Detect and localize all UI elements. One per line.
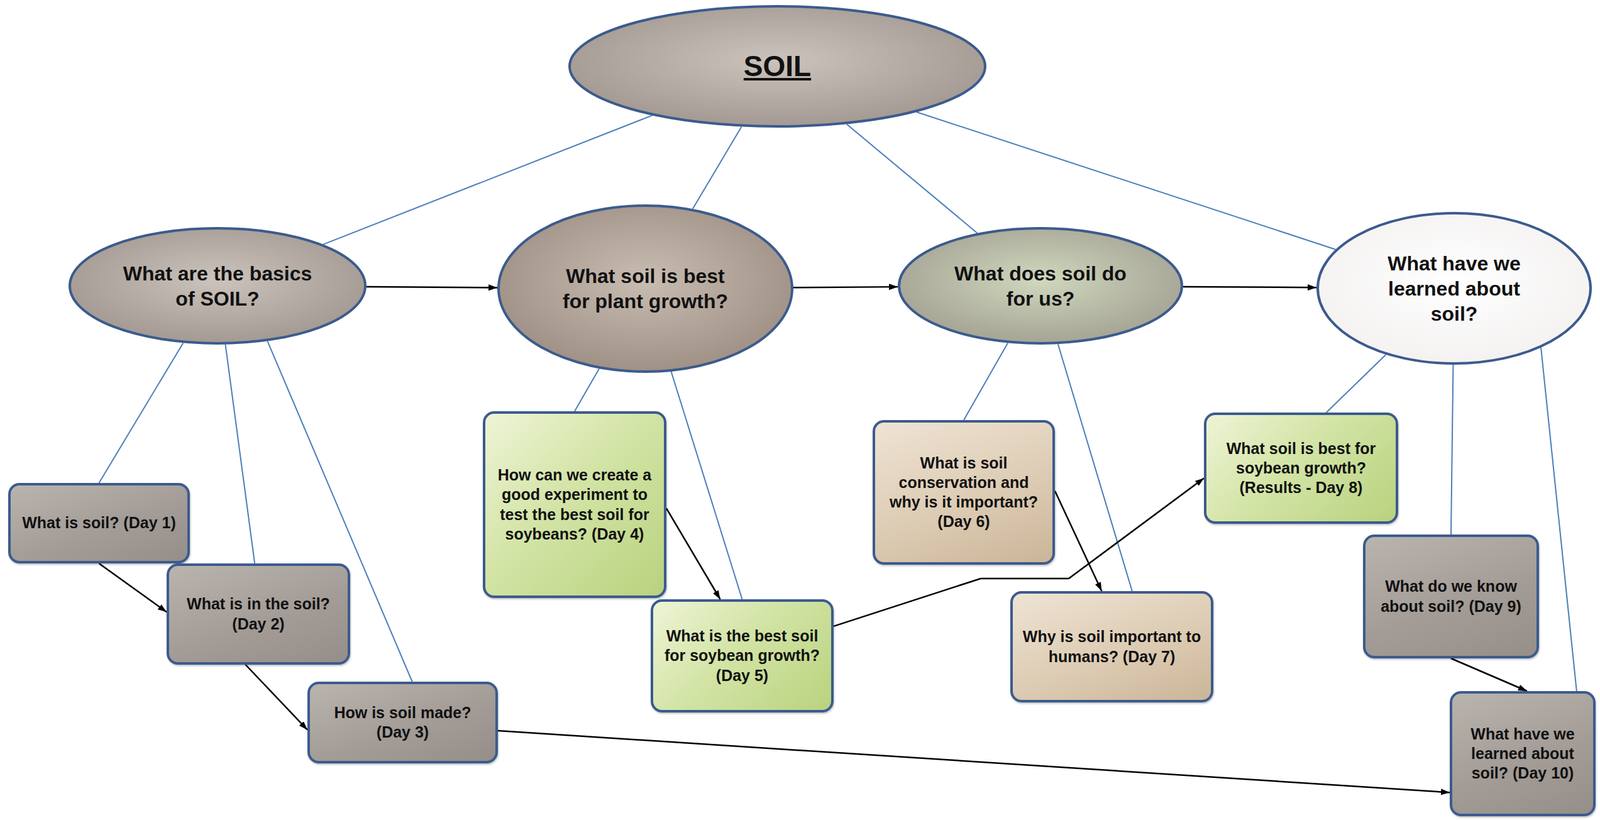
arrow-connector (1183, 286, 1317, 288)
lesson-box: What is soil? (Day 1) (8, 482, 190, 564)
ellipse-shape (498, 205, 793, 372)
node-text: What soil is best for soybean growth? (R… (1213, 438, 1389, 498)
node-text: Why is soil important to humans? (Day 7) (1020, 626, 1204, 667)
lesson-box: What soil is best for soybean growth? (R… (1203, 412, 1399, 524)
node-text: What soil is best for plant growth? (550, 263, 740, 314)
text-group: How is soil made? (Day 3) (317, 702, 488, 743)
lesson-box: How can we create a good experiment to t… (482, 411, 667, 598)
ellipse-outline (897, 226, 1184, 345)
text-group: How can we create a good experiment to t… (492, 465, 657, 544)
node-text: What is soil? (Day 1) (18, 513, 180, 533)
node-text: What is the best soil for soybean growth… (660, 626, 824, 686)
topic-ellipse: What are the basics of SOIL? (68, 226, 367, 345)
node-text: What does soil do for us? (949, 260, 1133, 312)
node-text: How can we create a good experiment to t… (492, 465, 657, 544)
text-group: What does soil do for us? (949, 260, 1133, 312)
connector-line (916, 111, 1336, 249)
lesson-box: What do we know about soil? (Day 9) (1362, 534, 1540, 659)
arrow-connector (1451, 658, 1528, 691)
lesson-box: Why is soil important to humans? (Day 7) (1010, 590, 1214, 703)
ellipse-outline (68, 226, 367, 345)
ellipse-shape (569, 6, 986, 127)
text-group: What soil is best for plant growth? (550, 263, 740, 314)
text-group: Why is soil important to humans? (Day 7) (1020, 626, 1204, 667)
text-group: What do we know about soil? (Day 9) (1373, 576, 1529, 617)
connector-line (1058, 343, 1133, 591)
text-group: What soil is best for soybean growth? (R… (1213, 438, 1389, 498)
connector-line (846, 123, 978, 233)
lesson-box: What is soil conservation and why is it … (872, 419, 1055, 565)
node-text: What are the basics of SOIL? (122, 260, 314, 312)
connector-line (1540, 347, 1577, 691)
connector-line (99, 342, 184, 483)
text-group: What have we learned about soil? (1366, 250, 1543, 327)
node-text: What do we know about soil? (Day 9) (1373, 576, 1529, 617)
topic-ellipse: SOIL (568, 5, 987, 128)
connector-line (1451, 364, 1453, 535)
node-text: What is soil conservation and why is it … (882, 453, 1045, 532)
arrow-connector (497, 730, 1450, 793)
connector-line (671, 371, 743, 600)
lesson-box: What is the best soil for soybean growth… (650, 599, 834, 713)
lesson-box: How is soil made? (Day 3) (307, 681, 498, 764)
arrow-connector (99, 563, 168, 612)
node-text: What have we learned about soil? (1366, 250, 1543, 327)
text-group: What are the basics of SOIL? (122, 260, 314, 312)
topic-ellipse: What soil is best for plant growth? (497, 204, 794, 373)
arrow-connector (366, 286, 498, 288)
connector-line (1326, 354, 1387, 413)
arrow-connector (666, 507, 721, 600)
connector-line (963, 343, 1008, 420)
text-group: What is the best soil for soybean growth… (660, 626, 824, 686)
ellipse-shape (69, 228, 366, 344)
topic-ellipse: What have we learned about soil? (1316, 211, 1592, 365)
text-group: What is in the soil? (Day 2) (176, 594, 341, 634)
topic-ellipse: What does soil do for us? (897, 226, 1184, 345)
ellipse-outline (497, 204, 794, 373)
node-text: How is soil made? (Day 3) (317, 702, 488, 743)
lesson-box: What is in the soil? (Day 2) (166, 563, 351, 665)
ellipse-shape (899, 228, 1182, 344)
node-text: SOIL (643, 48, 912, 85)
node-text: What is in the soil? (Day 2) (176, 594, 341, 634)
text-group: What have we learned about soil? (Day 10… (1459, 724, 1586, 784)
arrow-connector (245, 664, 308, 730)
ellipse-shape (1317, 213, 1591, 364)
text-group: What is soil conservation and why is it … (882, 453, 1045, 532)
arrow-connector (793, 286, 898, 288)
connector-line (225, 344, 256, 564)
text-group: What is soil? (Day 1) (18, 513, 180, 533)
node-text: What have we learned about soil? (Day 10… (1459, 724, 1586, 784)
connector-line (692, 126, 742, 210)
text-group: SOIL (643, 48, 912, 85)
lesson-box: What have we learned about soil? (Day 10… (1449, 690, 1596, 817)
arrow-connector (1054, 491, 1102, 591)
connector-line (574, 368, 600, 412)
